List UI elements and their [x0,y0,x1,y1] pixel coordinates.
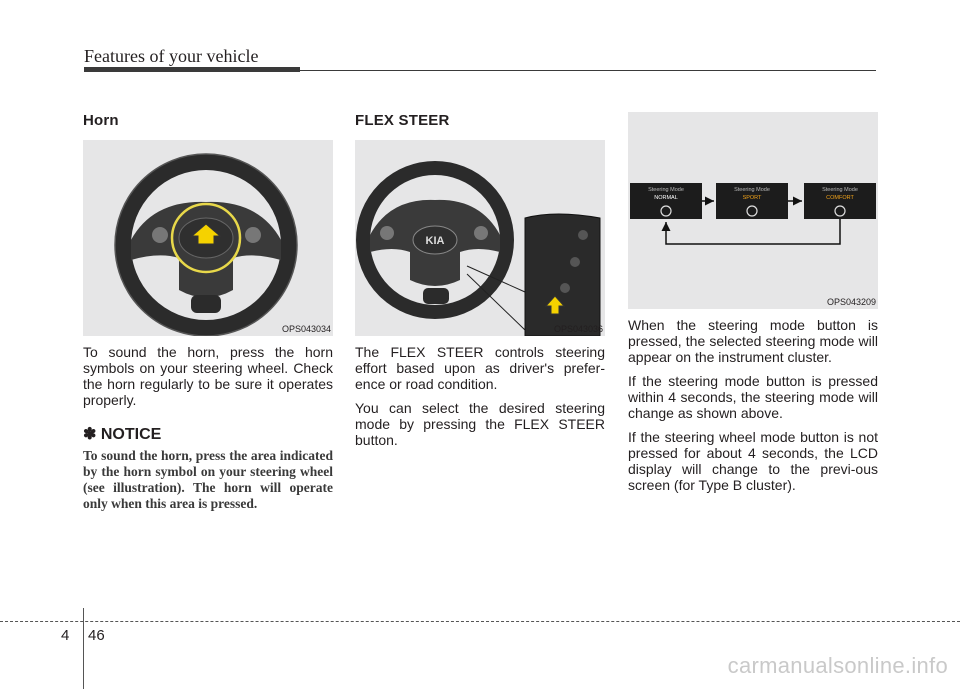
figure-code: OPS043034 [281,324,331,334]
steering-wheel-illustration [114,153,298,336]
mode-label: COMFORT [826,195,854,201]
chapter-number: 4 [61,627,70,644]
mode-paragraph-3: If the steering wheel mode button is not… [628,429,878,493]
return-arrow-icon [661,219,841,245]
flex-steer-illustration: KIA OPS043036 [355,140,605,336]
horn-heading: Horn [83,112,119,129]
mode-screen-sport: Steering Mode SPORT [716,183,788,219]
kia-logo: KIA [426,235,445,247]
mode-title: Steering Mode [734,187,770,193]
mode-label: NORMAL [654,195,678,201]
mode-paragraph-1: When the steering mode button is pressed… [628,317,878,365]
horn-illustration: OPS043034 [83,140,333,336]
flex-steer-paragraph-1: The FLEX STEER controls steering effort … [355,344,605,392]
horn-paragraph: To sound the horn, press the horn symbol… [83,344,333,408]
page-number: 46 [88,627,105,644]
mode-screen-comfort: Steering Mode COMFORT [804,183,876,219]
flex-steer-section: FLEX STEER KIA OPS043036 The FLEX STEER … [355,112,605,456]
mode-label: SPORT [743,195,762,201]
steering-mode-section: Steering Mode NORMAL Steering Mode SPORT… [628,112,878,501]
watermark: carmanualsonline.info [727,653,948,678]
figure-code: OPS043209 [826,297,876,307]
mode-screen-normal: Steering Mode NORMAL [630,183,702,219]
steering-wheel-illustration: KIA [356,161,601,336]
notice-title: ✽ NOTICE [83,426,162,443]
footer-rule [0,621,960,622]
steering-mode-cycle-diagram: Steering Mode NORMAL Steering Mode SPORT… [630,183,876,245]
mode-title: Steering Mode [648,187,684,193]
mode-title: Steering Mode [822,187,858,193]
figure-code: OPS043036 [553,324,603,334]
steering-mode-diagram: Steering Mode NORMAL Steering Mode SPORT… [628,112,878,309]
page-header-title: Features of your vehicle [84,46,259,66]
header-rule [300,70,876,71]
mode-paragraph-2: If the steering mode button is pressed w… [628,373,878,421]
flex-steer-heading: FLEX STEER [355,112,450,129]
footer-divider [83,608,84,689]
flex-steer-paragraph-2: You can select the desired steering mode… [355,400,605,448]
horn-section: Horn OPS043034 To sound the horn, press … [83,112,333,512]
header-bar [84,67,300,72]
notice-text: To sound the horn, press the area indica… [83,448,333,511]
